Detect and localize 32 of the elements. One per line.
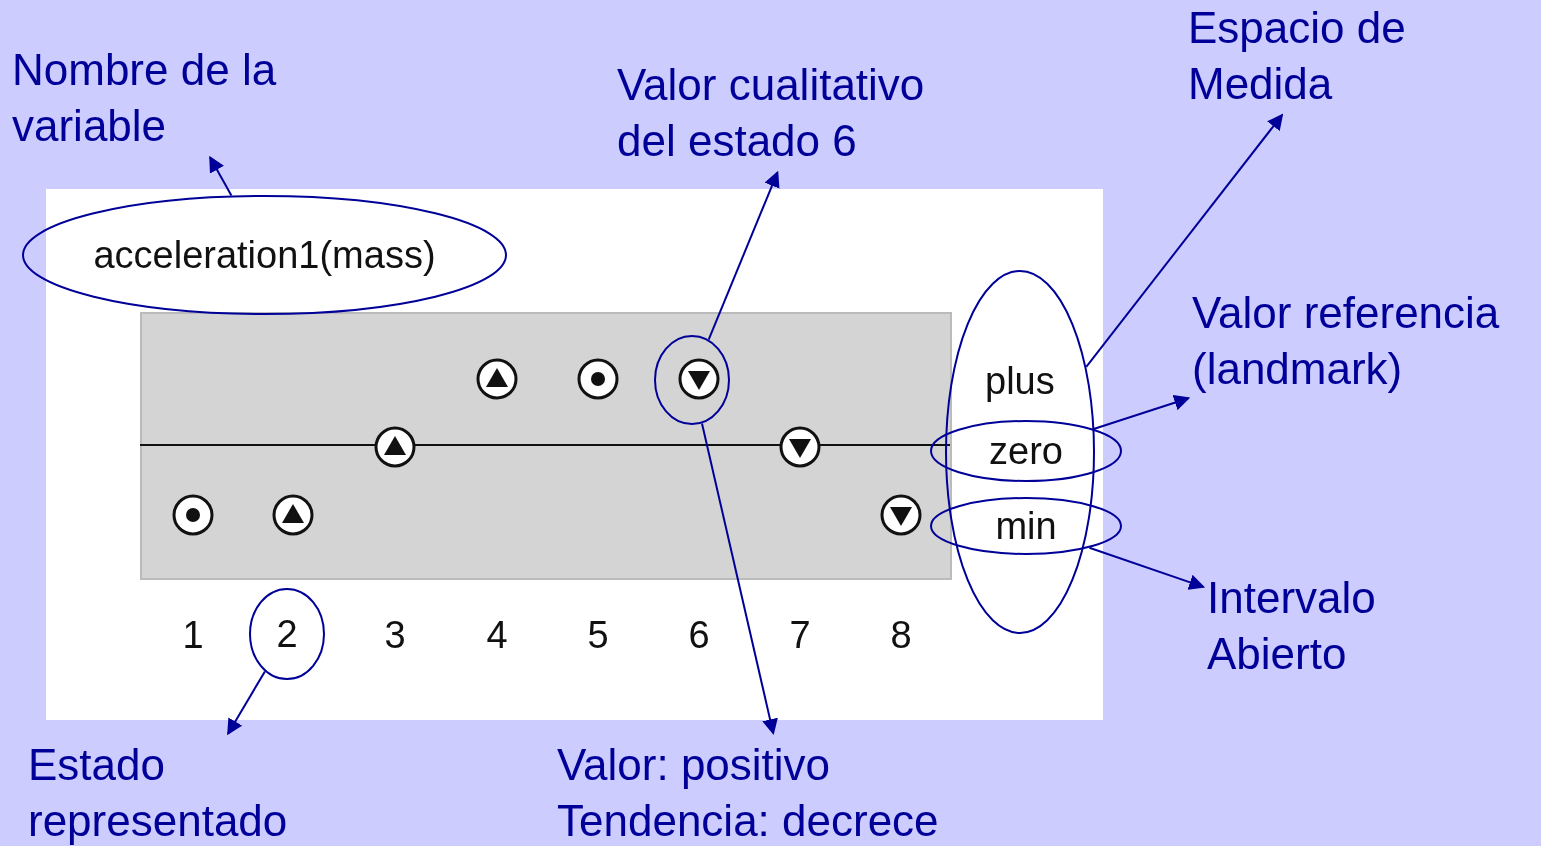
highlight-ellipse <box>930 420 1122 482</box>
arrow <box>209 155 233 197</box>
state-number: 8 <box>889 614 913 657</box>
highlight-ellipse <box>930 497 1122 555</box>
state-annotation: Estado representado <box>28 737 358 846</box>
arrow <box>227 670 266 736</box>
state-number: 6 <box>687 614 711 657</box>
arrow <box>707 170 780 341</box>
state-number: 3 <box>383 614 407 657</box>
state-number: 1 <box>181 614 205 657</box>
arrow <box>701 422 778 736</box>
arrow <box>1088 546 1206 590</box>
measure-space-annotation: Espacio de Medida <box>1188 0 1468 112</box>
arrow <box>1092 394 1191 430</box>
variable-name: acceleration1(mass) <box>92 233 437 277</box>
annotation-line: Valor: positivo <box>557 739 832 791</box>
state-value-annotation: Valor cualitativo del estado 6 <box>617 57 987 169</box>
highlight-ellipse <box>22 195 507 315</box>
variable-name-annotation: Nombre de la variable <box>12 42 342 154</box>
landmark-label: zero <box>988 429 1064 473</box>
landmark-annotation: Valor referencia (landmark) <box>1192 285 1537 397</box>
open-interval-annotation: Intervalo Abierto <box>1207 570 1427 682</box>
state-number: 2 <box>275 612 299 656</box>
state-number: 4 <box>485 614 509 657</box>
highlight-ellipse <box>249 588 325 680</box>
highlight-ellipse <box>945 270 1095 634</box>
state-number: 5 <box>586 614 610 657</box>
state-number: 7 <box>788 614 812 657</box>
landmark-label: min <box>994 504 1058 548</box>
landmark-label: plus <box>985 360 1055 403</box>
highlight-ellipse <box>654 335 730 425</box>
annotation-line: Tendencia: decrece <box>557 795 940 846</box>
